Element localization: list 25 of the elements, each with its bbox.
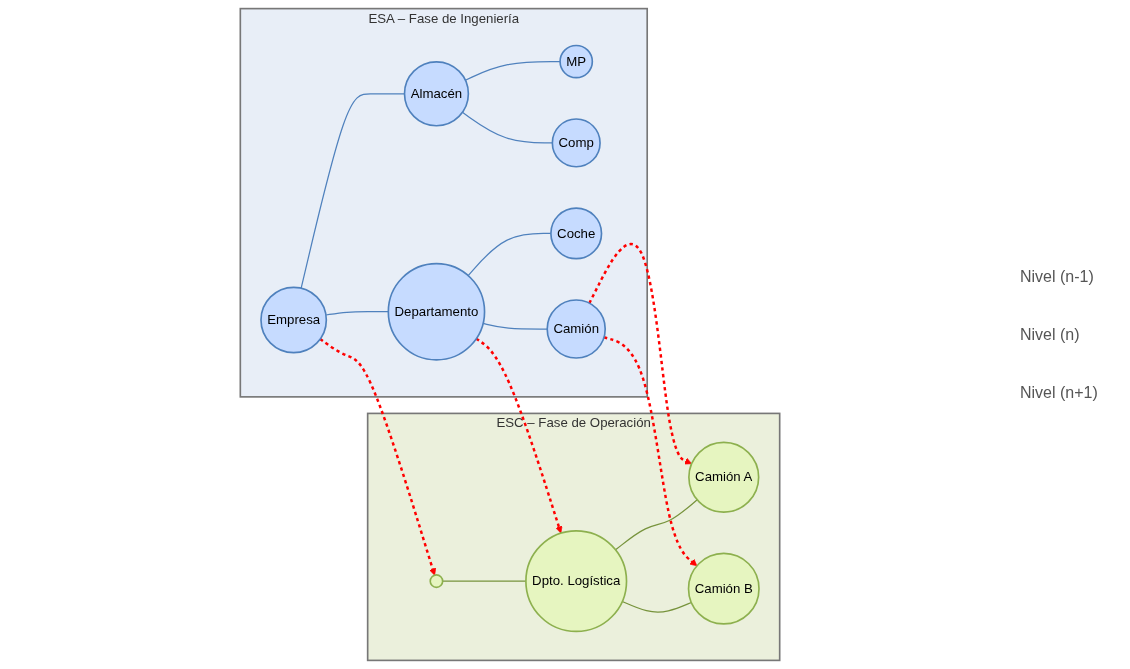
connector xyxy=(325,311,389,316)
connector xyxy=(461,111,553,144)
level-label: Nivel (n+1) xyxy=(1020,383,1099,402)
node-circle: Empresa xyxy=(260,286,328,354)
connector xyxy=(464,60,561,81)
node-circle: Coche xyxy=(550,207,603,260)
node-circle: Camión A xyxy=(688,441,760,513)
node-circle xyxy=(429,574,444,589)
connector xyxy=(621,600,692,613)
arrow xyxy=(475,337,563,534)
node-circle: MP xyxy=(559,44,594,79)
level-label: Nivel (n) xyxy=(1020,325,1081,344)
connector xyxy=(482,322,548,330)
level-label: Nivel (n-1) xyxy=(1020,267,1095,286)
node-circle: Comp xyxy=(551,118,601,168)
connector xyxy=(442,580,527,582)
node-circle: Dpto. Logística xyxy=(525,530,628,633)
arrow xyxy=(588,242,692,465)
node-circle: Camión B xyxy=(687,552,760,625)
node-circle: Almacén xyxy=(403,61,470,127)
node-circle: Departamento xyxy=(387,262,486,361)
arrow xyxy=(319,338,437,576)
connector xyxy=(614,499,698,551)
arrow xyxy=(603,336,698,567)
node-circle: Camión xyxy=(546,299,607,359)
